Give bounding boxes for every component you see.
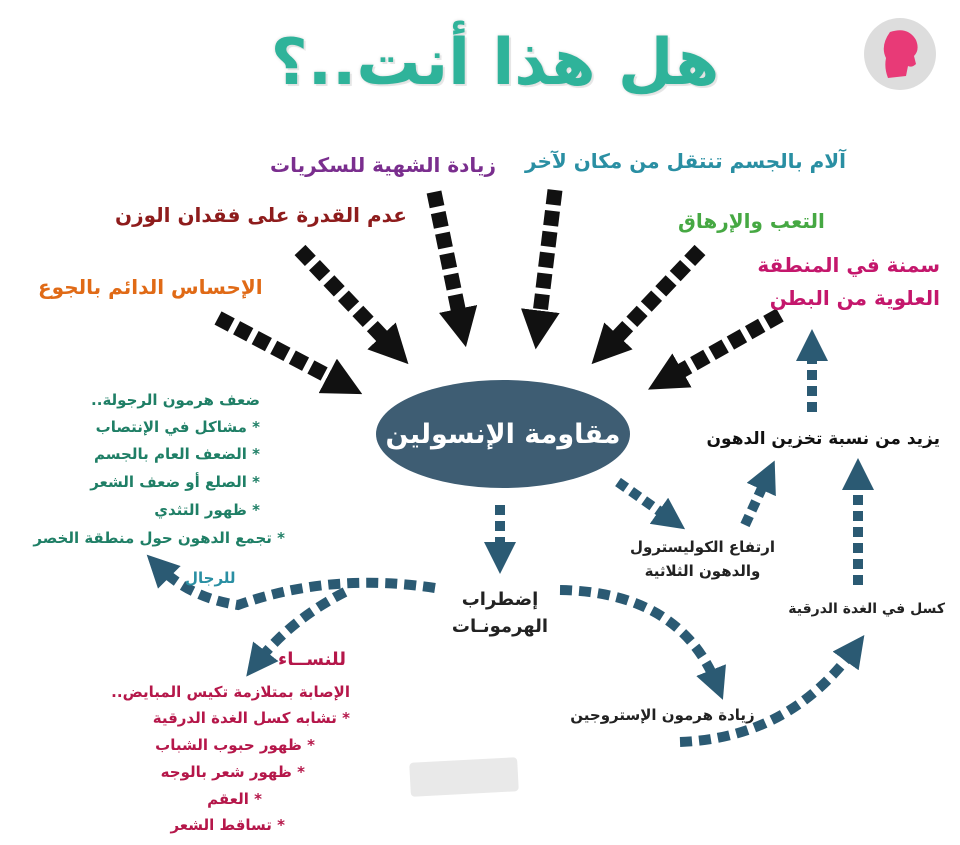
blurred-patch xyxy=(409,757,519,797)
arrow-sugar-craving xyxy=(426,190,478,348)
estrogen-label: زيادة هرمون الإستروجين xyxy=(570,706,755,724)
page-title: هل هذا أنت..؟ xyxy=(270,26,720,100)
women-item: * ظهور حبوب الشباب xyxy=(155,736,315,754)
arrow-weight-loss xyxy=(294,244,409,365)
men-header: ضعف هرمون الرجولة.. xyxy=(91,391,260,409)
woman-silhouette-icon xyxy=(883,30,918,78)
arrow-body-pains xyxy=(520,189,563,350)
symptom-body-pains: آلام بالجسم تنتقل من مكان لآخر xyxy=(525,149,847,173)
women-item: * ظهور شعر بالوجه xyxy=(160,763,305,781)
center-ellipse xyxy=(376,380,630,488)
symptom-hunger: الإحساس الدائم بالجوع xyxy=(38,275,263,299)
arrow-hunger xyxy=(214,311,363,395)
arrow-fatigue xyxy=(591,244,706,365)
women-header: الإصابة بمتلازمة تكيس المبايض.. xyxy=(111,683,350,701)
thyroid-label: كسل في الغدة الدرقية xyxy=(788,601,945,617)
cholesterol-label-line1: ارتفاع الكوليسترول xyxy=(629,538,776,556)
men-item: * الصلع أو ضعف الشعر xyxy=(90,473,260,491)
arrow-estrogen-to-thyroid xyxy=(679,635,865,747)
hormones-label-line2: الهرمونـات xyxy=(451,616,549,637)
symptom-fatigue: التعب والإرهاق xyxy=(678,209,825,233)
men-item: * الضعف العام بالجسم xyxy=(94,445,260,463)
women-item: * تشابه كسل الغدة الدرقية xyxy=(152,709,350,727)
symptom-belly-fat-line2: العلوية من البطن xyxy=(769,286,940,310)
women-item: * العقم xyxy=(207,790,262,808)
arrow-belly-fat xyxy=(648,308,784,390)
men-label: للرجال xyxy=(185,569,236,587)
arrow-to-women xyxy=(246,587,348,677)
men-item: * مشاكل في الإنتصاب xyxy=(95,418,260,436)
center-label: مقاومة الإنسولين xyxy=(385,418,621,450)
arrow-to-cholesterol xyxy=(615,477,686,530)
men-item: * ظهور التثدي xyxy=(154,501,260,519)
women-item: * تساقط الشعر xyxy=(170,816,285,834)
symptom-sugar-craving: زيادة الشهية للسكريات xyxy=(270,153,496,177)
cholesterol-label-line2: والدهون الثلاثية xyxy=(644,562,761,580)
arrow-cholesterol-to-storage xyxy=(740,460,776,528)
avatar xyxy=(864,18,936,90)
hormones-label-line1: إضطراب xyxy=(461,589,539,610)
fat-storage-label: يزيد من نسبة تخزين الدهون xyxy=(706,429,940,449)
symptom-weight-loss: عدم القدرة على فقدان الوزن xyxy=(115,203,407,227)
arrow-to-estrogen xyxy=(559,585,726,700)
symptom-belly-fat-line1: سمنة في المنطقة xyxy=(757,253,940,277)
arrow-to-men xyxy=(146,554,436,611)
women-label: للنســاء xyxy=(278,649,347,670)
men-item: * تجمع الدهون حول منطقة الخصر xyxy=(33,529,285,547)
